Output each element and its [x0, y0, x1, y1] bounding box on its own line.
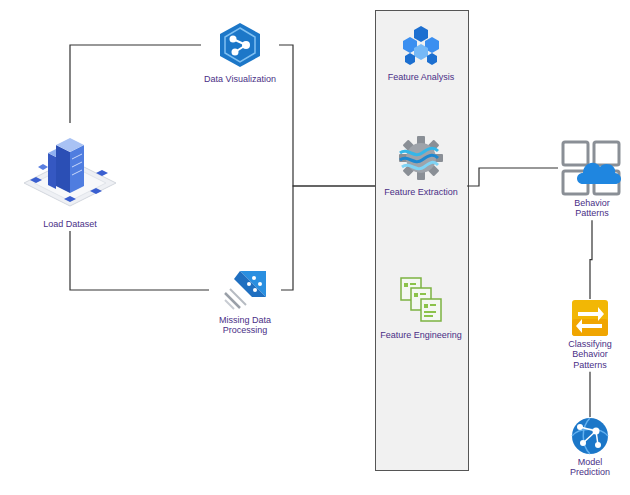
classify-icon — [571, 299, 609, 337]
node-icon — [571, 299, 609, 337]
connector-line — [467, 168, 558, 186]
node-icon — [398, 135, 444, 181]
node-icon — [399, 276, 443, 324]
connector-line — [70, 45, 201, 123]
node-icon — [561, 140, 623, 196]
icon-node: Behavior Patterns — [558, 140, 626, 220]
connector-line — [281, 186, 375, 290]
node-icon — [218, 22, 262, 68]
connector-line — [70, 231, 209, 290]
connector-line — [590, 220, 592, 299]
connector-line — [589, 372, 590, 417]
icon-node: Classifying Behavior Patterns — [554, 299, 626, 372]
node-icon — [20, 123, 120, 213]
processing-icon — [222, 267, 268, 313]
documents-icon — [399, 276, 443, 324]
visualization-icon — [218, 22, 262, 68]
server-icon — [20, 123, 120, 213]
analysis-icon — [399, 24, 443, 66]
node-label: Feature Engineering — [380, 330, 462, 340]
icon-node: Missing Data Processing — [209, 267, 281, 337]
node-label: Behavior Patterns — [561, 198, 623, 219]
node-label: Classifying Behavior Patterns — [557, 339, 623, 370]
node-label: Data Visualization — [204, 74, 276, 84]
icon-node: Feature Extraction — [375, 135, 467, 199]
node-label: Load Dataset — [43, 219, 97, 229]
icon-node: Load Dataset — [17, 123, 123, 231]
node-icon — [399, 24, 443, 66]
icon-node: Feature Engineering — [375, 276, 467, 342]
node-label: Feature Analysis — [388, 72, 455, 82]
globe-icon — [571, 417, 609, 455]
node-label: Model Prediction — [557, 457, 623, 478]
icon-node: Model Prediction — [554, 417, 626, 479]
connector-line — [279, 45, 375, 186]
icon-node: Data Visualization — [201, 22, 279, 86]
icon-node: Feature Analysis — [375, 24, 467, 84]
node-label: Feature Extraction — [384, 187, 458, 197]
node-icon — [222, 267, 268, 313]
node-label: Missing Data Processing — [212, 315, 278, 336]
node-icon — [571, 417, 609, 455]
gear-icon — [398, 135, 444, 181]
cloud-grid-icon — [561, 140, 623, 196]
